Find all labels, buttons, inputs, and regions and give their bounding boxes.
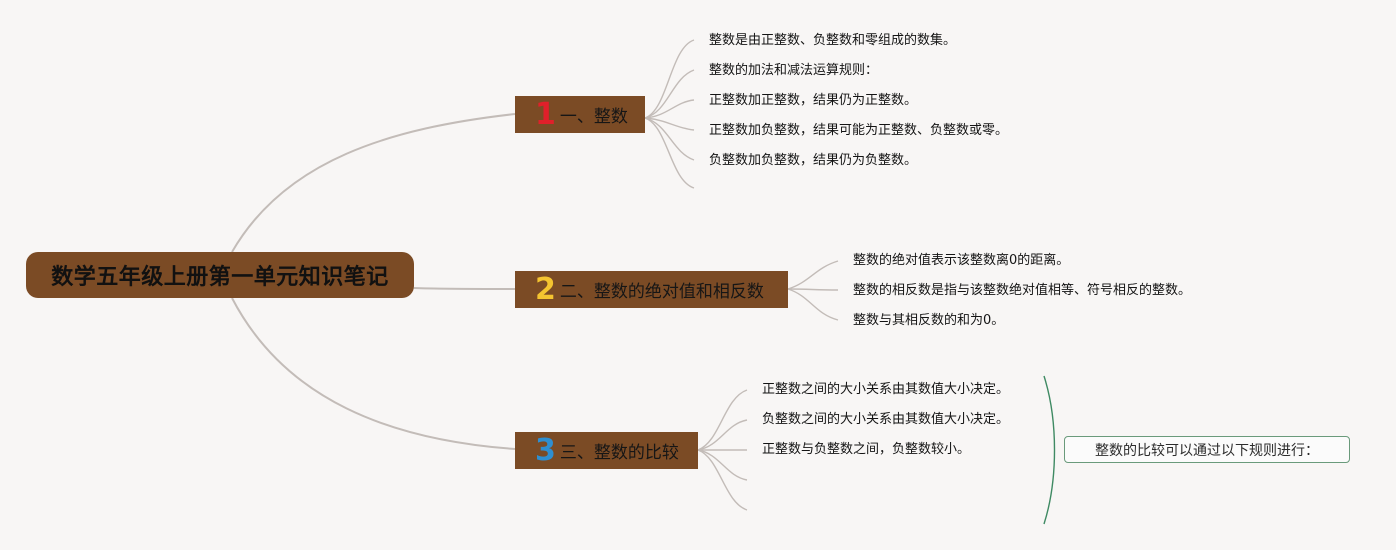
leaf-b1-5[interactable]: 负整数加负整数，结果仍为负整数。 (709, 153, 918, 168)
leaf-b3-3[interactable]: 正整数与负整数之间，负整数较小。 (762, 442, 971, 457)
summary-note[interactable]: 整数的比较可以通过以下规则进行： (1064, 436, 1350, 463)
branch-number-1: 1 (535, 97, 556, 132)
connector-b2-leaf-1 (787, 260, 839, 290)
leaf-b1-1[interactable]: 整数是由正整数、负整数和零组成的数集。 (709, 33, 957, 48)
branch-label-2: 二、整数的绝对值和相反数 (559, 282, 764, 302)
summary-bracket (1043, 375, 1056, 525)
connector-b1-leaf-1 (644, 39, 695, 119)
leaf-b3-1[interactable]: 正整数之间的大小关系由其数值大小决定。 (762, 382, 1010, 397)
connector-b1-leaf-4 (644, 117, 695, 131)
connector-b1-leaf-2 (644, 69, 695, 119)
leaf-b2-2[interactable]: 整数的相反数是指与该整数绝对值相等、符号相反的整数。 (853, 283, 1192, 298)
branch-node-3[interactable]: 3 三、整数的比较 (515, 432, 698, 469)
connector-b1-leaf-3 (644, 99, 695, 119)
connector-b3-leaf-4 (697, 449, 748, 481)
connector-b2-leaf-2 (787, 288, 839, 291)
root-topic[interactable]: 数学五年级上册第一单元知识笔记 (26, 252, 414, 298)
branch-label-3: 三、整数的比较 (559, 443, 679, 463)
connector-root-branch-2 (413, 287, 516, 290)
connector-b3-leaf-5 (697, 449, 748, 511)
connector-b3-leaf-1 (697, 389, 748, 451)
leaf-b1-3[interactable]: 正整数加正整数，结果仍为正整数。 (709, 93, 918, 108)
leaf-b1-4[interactable]: 正整数加负整数，结果可能为正整数、负整数或零。 (709, 123, 1009, 138)
connector-b1-leaf-6 (644, 117, 695, 189)
branch-node-2[interactable]: 2 二、整数的绝对值和相反数 (515, 271, 788, 308)
branch-number-3: 3 (535, 433, 556, 468)
connector-root-branch-3 (231, 297, 516, 450)
connector-b3-leaf-2 (697, 419, 748, 451)
leaf-b3-2[interactable]: 负整数之间的大小关系由其数值大小决定。 (762, 412, 1010, 427)
leaf-b2-3[interactable]: 整数与其相反数的和为0。 (853, 313, 1005, 328)
branch-number-2: 2 (535, 272, 556, 307)
connector-root-branch-1 (231, 113, 516, 253)
leaf-b2-1[interactable]: 整数的绝对值表示该整数离0的距离。 (853, 253, 1070, 268)
branch-node-1[interactable]: 1 一、整数 (515, 96, 645, 133)
connector-b2-leaf-3 (787, 288, 839, 321)
branch-label-1: 一、整数 (559, 107, 628, 127)
connector-b1-leaf-5 (644, 117, 695, 161)
leaf-b1-2[interactable]: 整数的加法和减法运算规则： (709, 63, 879, 78)
